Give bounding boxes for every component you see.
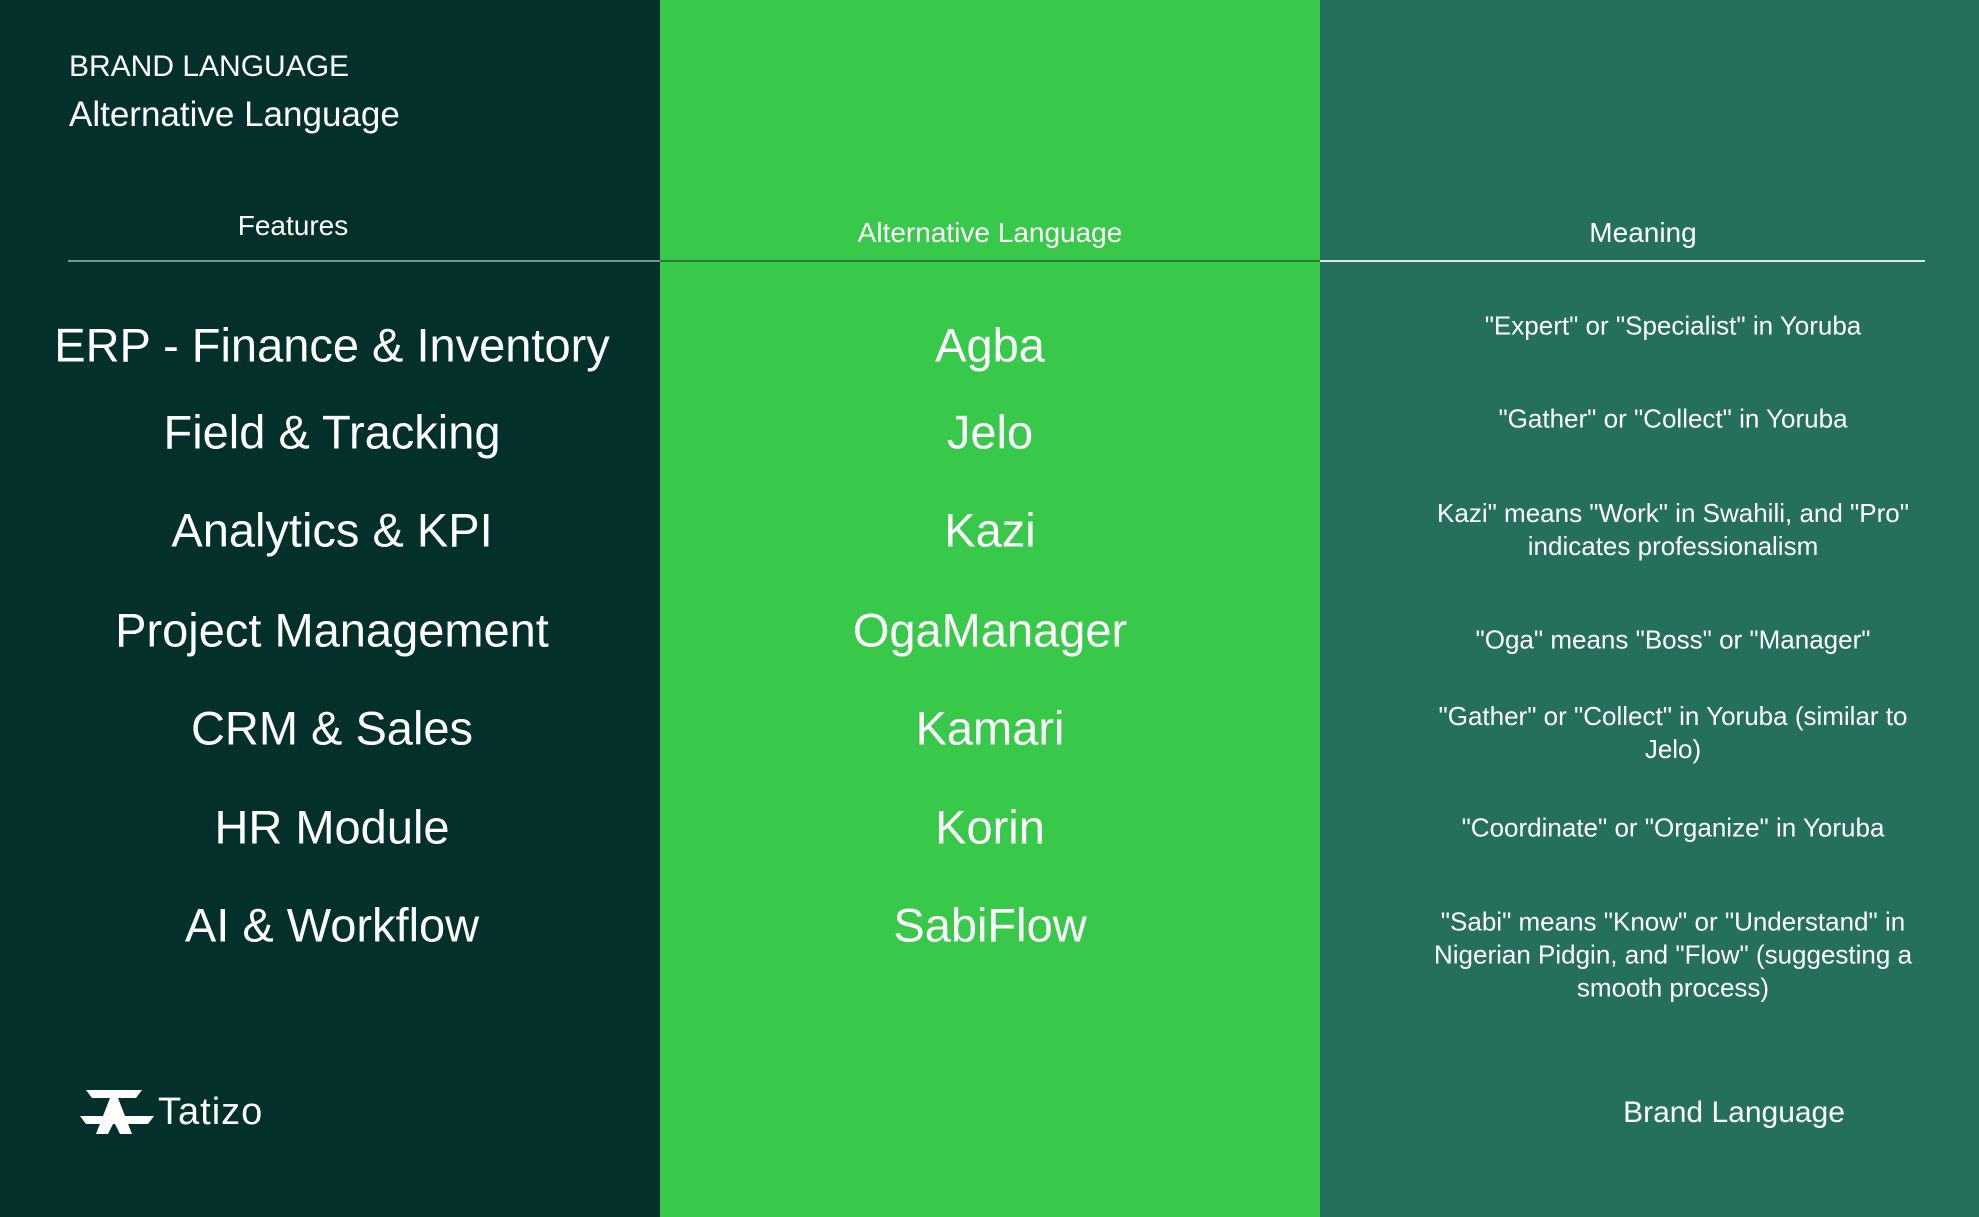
alternative-name: Kazi	[944, 503, 1036, 557]
feature-name: HR Module	[214, 800, 450, 854]
meaning-header: Meaning	[1589, 217, 1697, 248]
features-header: Features	[237, 210, 349, 241]
meaning-text: "Gather" or "Collect" in Yoruba (similar…	[1438, 701, 1908, 764]
meaning-text: "Oga" means "Boss" or "Manager"	[1475, 624, 1871, 655]
logo-mark-icon	[80, 1090, 154, 1134]
feature-name: Field & Tracking	[163, 405, 501, 459]
alternative-name: Agba	[935, 318, 1045, 372]
alternative-name: SabiFlow	[893, 898, 1087, 952]
meaning-text: "Coordinate" or "Organize" in Yoruba	[1461, 812, 1885, 843]
features-column	[0, 0, 660, 1217]
header-divider	[660, 260, 1320, 262]
feature-name: CRM & Sales	[190, 701, 474, 755]
alternative-name: Korin	[935, 800, 1045, 854]
tatizo-logo: Tatizo	[80, 1090, 263, 1134]
brand-title: BRAND LANGUAGE	[69, 50, 350, 83]
alternative-name: Jelo	[946, 405, 1034, 459]
subtitle: Alternative Language	[69, 95, 400, 134]
footer-label: Brand Language	[1623, 1096, 1845, 1129]
alternative-name: OgaManager	[852, 603, 1128, 657]
meaning-column	[1320, 0, 1979, 1217]
feature-name: Project Management	[115, 603, 549, 657]
meaning-text: Kazi" means "Work" in Swahili, and "Pro"…	[1437, 498, 1909, 561]
meaning-text: "Sabi" means "Know" or "Understand" in N…	[1433, 906, 1913, 1003]
meaning-text: "Gather" or "Collect" in Yoruba	[1498, 403, 1848, 434]
feature-name: ERP - Finance & Inventory	[54, 318, 610, 372]
header-divider	[1320, 260, 1925, 262]
alternative-column	[660, 0, 1320, 1217]
header-divider	[68, 260, 660, 262]
logo-text: Tatizo	[158, 1090, 264, 1133]
meaning-text: "Expert" or "Specialist" in Yoruba	[1484, 310, 1862, 341]
alternative-header: Alternative Language	[857, 217, 1123, 248]
feature-name: Analytics & KPI	[171, 503, 493, 557]
feature-name: AI & Workflow	[184, 898, 480, 952]
alternative-name: Kamari	[915, 701, 1065, 755]
